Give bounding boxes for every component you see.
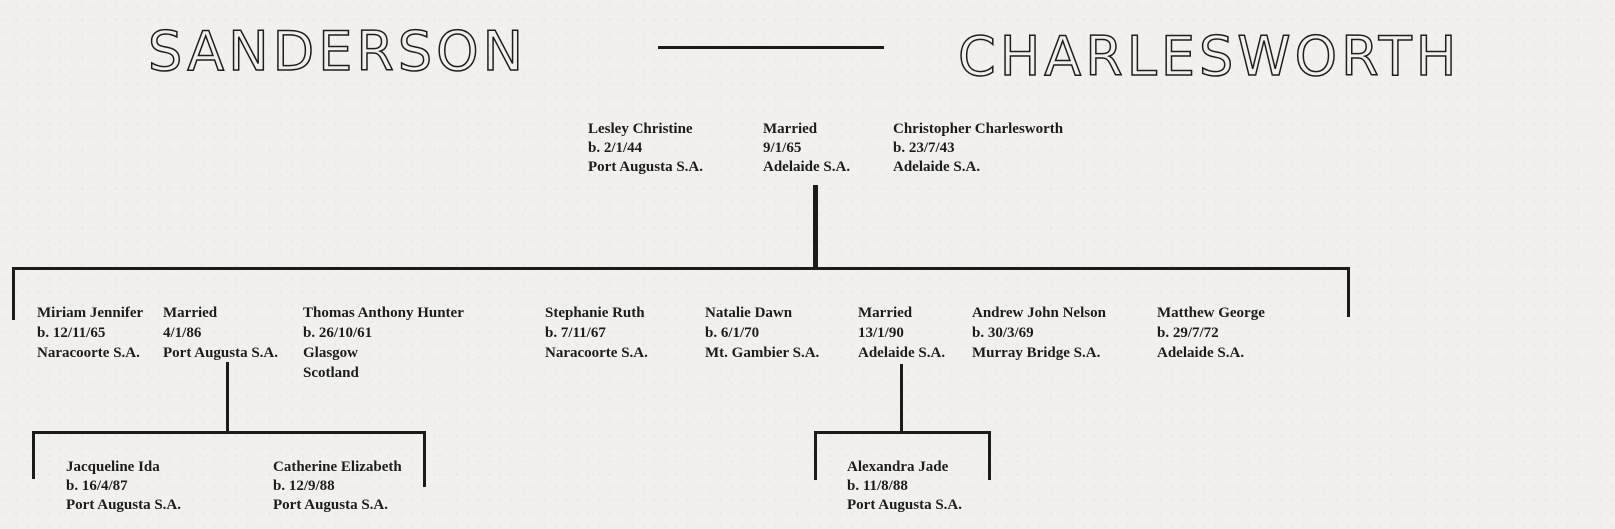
person-alexandra-jade: Alexandra Jade b. 11/8/88 Port Augusta S… xyxy=(847,458,962,515)
person-name: Catherine Elizabeth xyxy=(273,459,402,475)
place-line: Adelaide S.A. xyxy=(1157,345,1245,361)
person-name: Thomas Anthony Hunter xyxy=(303,305,464,321)
parents-descent-line xyxy=(813,185,818,270)
marriage-parents: Married 9/1/65 Adelaide S.A. xyxy=(763,120,850,177)
marriage-place: Adelaide S.A. xyxy=(858,345,946,361)
marriage-date: 4/1/86 xyxy=(163,325,202,341)
marriage-label: Married xyxy=(858,305,913,321)
sibling-rail-left-hook xyxy=(12,267,15,320)
marriage-place: Adelaide S.A. xyxy=(763,159,851,175)
person-name: Andrew John Nelson xyxy=(972,305,1106,321)
marriage1-child-rail xyxy=(32,431,426,434)
sibling-rail-right-hook xyxy=(1347,267,1350,317)
place-line: Mt. Gambier S.A. xyxy=(705,345,820,361)
marriage-place: Port Augusta S.A. xyxy=(163,345,279,361)
marriage1-descent-line xyxy=(226,362,229,434)
marriage-date: 9/1/65 xyxy=(763,140,802,156)
birth-line: b. 12/11/65 xyxy=(37,325,106,341)
birth-line: b. 26/10/61 xyxy=(303,325,373,341)
person-catherine-elizabeth: Catherine Elizabeth b. 12/9/88 Port Augu… xyxy=(273,458,402,515)
person-name: Stephanie Ruth xyxy=(545,305,645,321)
person-miriam-jennifer: Miriam Jennifer b. 12/11/65 Naracoorte S… xyxy=(37,303,143,363)
person-name: Lesley Christine xyxy=(588,121,693,137)
person-lesley-christine: Lesley Christine b. 2/1/44 Port Augusta … xyxy=(588,120,703,177)
marriage2-descent-line xyxy=(900,364,903,434)
surname-charlesworth: CHARLESWORTH xyxy=(957,24,1461,89)
marriage2-rail-right-hook xyxy=(988,431,991,480)
marriage-date: 13/1/90 xyxy=(858,325,904,341)
title-dash-line xyxy=(658,46,884,49)
surname-sanderson: SANDERSON xyxy=(147,19,528,84)
birth-line: b. 11/8/88 xyxy=(847,478,908,494)
person-name: Jacqueline Ida xyxy=(66,459,160,475)
place-line: Port Augusta S.A. xyxy=(273,497,389,513)
place-line: Naracoorte S.A. xyxy=(37,345,140,361)
place-line: Port Augusta S.A. xyxy=(847,497,963,513)
birth-line: b. 12/9/88 xyxy=(273,478,335,494)
marriage-miriam-thomas: Married 4/1/86 Port Augusta S.A. xyxy=(163,303,278,363)
place-line2: Scotland xyxy=(303,365,359,381)
birth-line: b. 16/4/87 xyxy=(66,478,128,494)
place-line: Port Augusta S.A. xyxy=(66,497,182,513)
birth-line: b. 23/7/43 xyxy=(893,140,955,156)
marriage-label: Married xyxy=(163,305,218,321)
person-name: Matthew George xyxy=(1157,305,1265,321)
place-line: Glasgow xyxy=(303,345,359,361)
person-name: Miriam Jennifer xyxy=(37,305,144,321)
birth-line: b. 30/3/69 xyxy=(972,325,1034,341)
place-line: Murray Bridge S.A. xyxy=(972,345,1101,361)
place-line: Naracoorte S.A. xyxy=(545,345,648,361)
person-natalie-dawn: Natalie Dawn b. 6/1/70 Mt. Gambier S.A. xyxy=(705,303,819,363)
person-christopher-charlesworth: Christopher Charlesworth b. 23/7/43 Adel… xyxy=(893,120,1063,177)
person-jacqueline-ida: Jacqueline Ida b. 16/4/87 Port Augusta S… xyxy=(66,458,181,515)
person-name: Natalie Dawn xyxy=(705,305,793,321)
person-thomas-anthony-hunter: Thomas Anthony Hunter b. 26/10/61 Glasgo… xyxy=(303,303,464,383)
place-line: Adelaide S.A. xyxy=(893,159,981,175)
birth-line: b. 2/1/44 xyxy=(588,140,643,156)
person-name: Alexandra Jade xyxy=(847,459,949,475)
person-name: Christopher Charlesworth xyxy=(893,121,1064,137)
marriage-natalie-andrew: Married 13/1/90 Adelaide S.A. xyxy=(858,303,945,363)
marriage2-child-rail xyxy=(814,431,991,434)
birth-line: b. 7/11/67 xyxy=(545,325,606,341)
place-line: Port Augusta S.A. xyxy=(588,159,704,175)
person-andrew-john-nelson: Andrew John Nelson b. 30/3/69 Murray Bri… xyxy=(972,303,1106,363)
person-stephanie-ruth: Stephanie Ruth b. 7/11/67 Naracoorte S.A… xyxy=(545,303,648,363)
marriage-label: Married xyxy=(763,121,818,137)
marriage1-rail-left-hook xyxy=(32,431,35,479)
birth-line: b. 29/7/72 xyxy=(1157,325,1219,341)
marriage1-rail-right-hook xyxy=(423,431,426,487)
person-matthew-george: Matthew George b. 29/7/72 Adelaide S.A. xyxy=(1157,303,1265,363)
birth-line: b. 6/1/70 xyxy=(705,325,760,341)
sibling-rail-line xyxy=(12,267,1350,270)
marriage2-rail-left-hook xyxy=(814,431,817,480)
